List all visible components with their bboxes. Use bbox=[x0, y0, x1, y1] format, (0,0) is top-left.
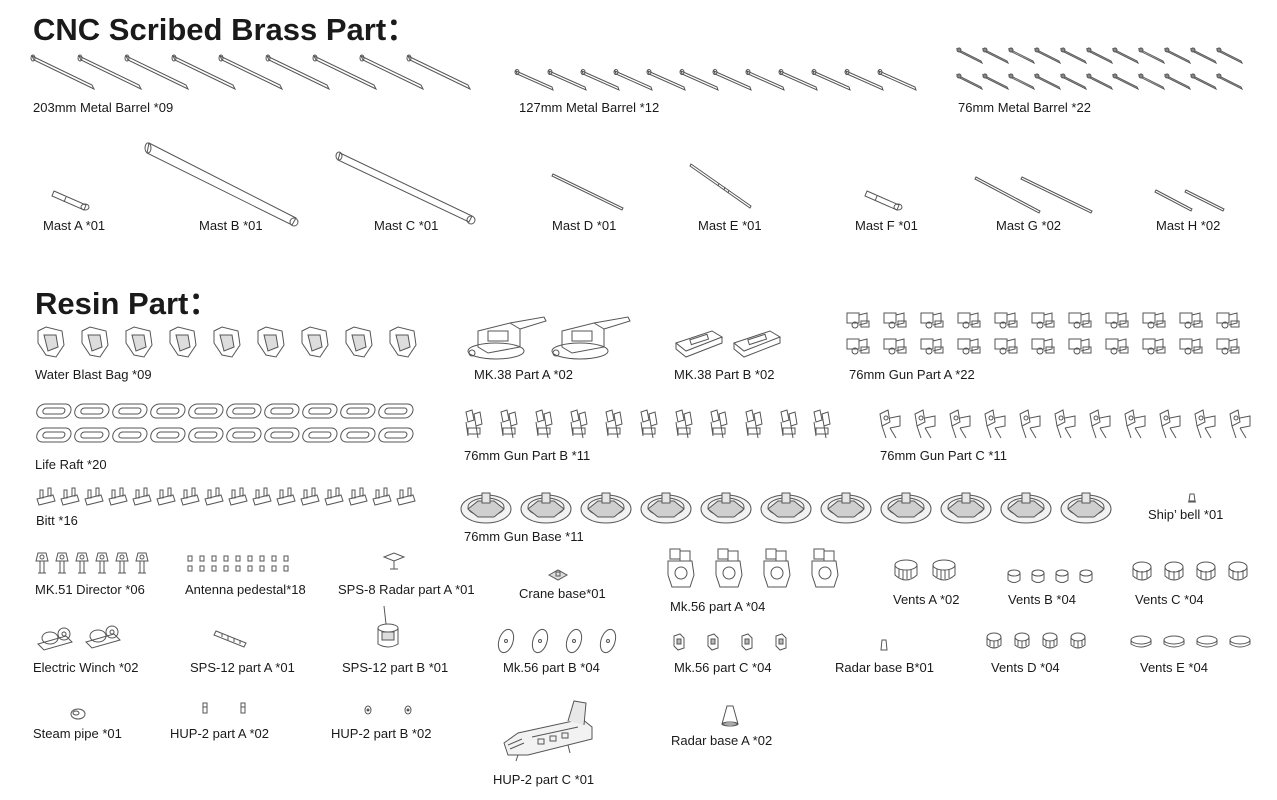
antenna-label: Antenna pedestal*18 bbox=[185, 582, 306, 597]
mast-f-illustration bbox=[865, 185, 907, 213]
vents-d-label: Vents D *04 bbox=[991, 660, 1060, 675]
water-blast-bag-illustration bbox=[36, 325, 422, 361]
mast-e-illustration bbox=[689, 162, 755, 212]
barrel-127-label: 127mm Metal Barrel *12 bbox=[519, 100, 660, 115]
mk38-a-label: MK.38 Part A *02 bbox=[474, 367, 574, 382]
mast-f-label: Mast F *01 bbox=[855, 218, 918, 233]
crane-base-label: Crane base*01 bbox=[519, 586, 606, 601]
resin-section-title: Resin Part： bbox=[35, 286, 220, 321]
mast-a-label: Mast A *01 bbox=[43, 218, 106, 233]
life-raft-illustration bbox=[34, 401, 420, 449]
mk38-a-illustration bbox=[460, 313, 632, 361]
gun76-b-label: 76mm Gun Part B *11 bbox=[464, 448, 591, 463]
vents-c-illustration bbox=[1130, 560, 1254, 586]
gun76-base-illustration bbox=[460, 487, 1126, 527]
life-raft-label: Life Raft *20 bbox=[35, 457, 107, 472]
steam-pipe-label: Steam pipe *01 bbox=[33, 726, 122, 741]
barrel-203-label: 203mm Metal Barrel *09 bbox=[33, 100, 174, 115]
mast-g-illustration bbox=[974, 175, 1096, 217]
mk56-b-illustration bbox=[494, 626, 622, 657]
mast-b-illustration bbox=[146, 140, 302, 230]
mast-c-illustration bbox=[337, 150, 479, 228]
crane-base-illustration bbox=[547, 568, 569, 582]
mast-d-illustration bbox=[551, 172, 627, 214]
hup2-c-illustration bbox=[498, 699, 602, 763]
sps12-a-label: SPS-12 part A *01 bbox=[190, 660, 295, 675]
ships-bell-illustration bbox=[1186, 491, 1198, 505]
gun76-b-illustration bbox=[462, 408, 832, 442]
gun76-base-label: 76mm Gun Base *11 bbox=[464, 529, 584, 544]
vents-b-label: Vents B *04 bbox=[1008, 592, 1076, 607]
mast-b-label: Mast B *01 bbox=[199, 218, 263, 233]
mast-d-label: Mast D *01 bbox=[552, 218, 617, 233]
mast-h-label: Mast H *02 bbox=[1156, 218, 1221, 233]
sps12-a-illustration bbox=[214, 627, 250, 651]
gun76-c-label: 76mm Gun Part C *11 bbox=[880, 448, 1007, 463]
radar-base-a-label: Radar base A *02 bbox=[671, 733, 773, 748]
radar-base-b-label: Radar base B*01 bbox=[835, 660, 935, 675]
antenna-illustration bbox=[187, 555, 297, 575]
mk38-b-illustration bbox=[672, 327, 788, 359]
sps12-b-illustration bbox=[372, 604, 404, 652]
sps8-label: SPS-8 Radar part A *01 bbox=[338, 582, 475, 597]
electric-winch-illustration bbox=[36, 620, 128, 654]
mast-h-illustration bbox=[1154, 188, 1228, 214]
vents-e-label: Vents E *04 bbox=[1140, 660, 1208, 675]
mk51-illustration bbox=[35, 551, 153, 577]
water-blast-bag-label: Water Blast Bag *09 bbox=[35, 367, 152, 382]
vents-b-illustration bbox=[1007, 568, 1095, 586]
barrel-76-label: 76mm Metal Barrel *22 bbox=[958, 100, 1091, 115]
mast-c-label: Mast C *01 bbox=[374, 218, 439, 233]
mk38-b-label: MK.38 Part B *02 bbox=[674, 367, 775, 382]
sps8-illustration bbox=[382, 551, 406, 571]
brass-section-title: CNC Scribed Brass Part： bbox=[33, 12, 418, 47]
hup2-a-illustration bbox=[199, 701, 251, 717]
sps12-b-label: SPS-12 part B *01 bbox=[342, 660, 449, 675]
hup2-b-illustration bbox=[362, 703, 416, 717]
mk56-b-label: Mk.56 part B *04 bbox=[503, 660, 600, 675]
barrel-76-illustration bbox=[955, 45, 1257, 95]
mk56-a-illustration bbox=[664, 547, 844, 593]
gun76-c-illustration bbox=[878, 408, 1254, 442]
steam-pipe-illustration bbox=[68, 707, 88, 721]
mk56-c-label: Mk.56 part C *04 bbox=[674, 660, 772, 675]
hup2-a-label: HUP-2 part A *02 bbox=[170, 726, 269, 741]
mast-g-label: Mast G *02 bbox=[996, 218, 1062, 233]
gun76-a-label: 76mm Gun Part A *22 bbox=[849, 367, 975, 382]
gun76-a-illustration bbox=[845, 309, 1255, 361]
electric-winch-label: Electric Winch *02 bbox=[33, 660, 139, 675]
mk56-a-label: Mk.56 part A *04 bbox=[670, 599, 766, 614]
vents-d-illustration bbox=[984, 631, 1088, 655]
vents-e-illustration bbox=[1128, 634, 1256, 652]
vents-a-illustration bbox=[891, 557, 971, 587]
hup2-b-label: HUP-2 part B *02 bbox=[331, 726, 432, 741]
barrel-127-illustration bbox=[514, 68, 924, 94]
vents-c-label: Vents C *04 bbox=[1135, 592, 1204, 607]
radar-base-b-illustration bbox=[878, 638, 890, 652]
mast-e-label: Mast E *01 bbox=[698, 218, 762, 233]
vents-a-label: Vents A *02 bbox=[893, 592, 960, 607]
bitt-illustration bbox=[36, 487, 420, 507]
hup2-c-label: HUP-2 part C *01 bbox=[493, 772, 595, 787]
mast-a-illustration bbox=[52, 185, 94, 213]
mk56-c-illustration bbox=[670, 632, 794, 652]
bitt-label: Bitt *16 bbox=[36, 513, 78, 528]
ships-bell-label: Ship’ bell *01 bbox=[1148, 507, 1224, 522]
barrel-203-illustration bbox=[30, 52, 475, 94]
mk51-label: MK.51 Director *06 bbox=[35, 582, 145, 597]
radar-base-a-illustration bbox=[719, 704, 741, 728]
